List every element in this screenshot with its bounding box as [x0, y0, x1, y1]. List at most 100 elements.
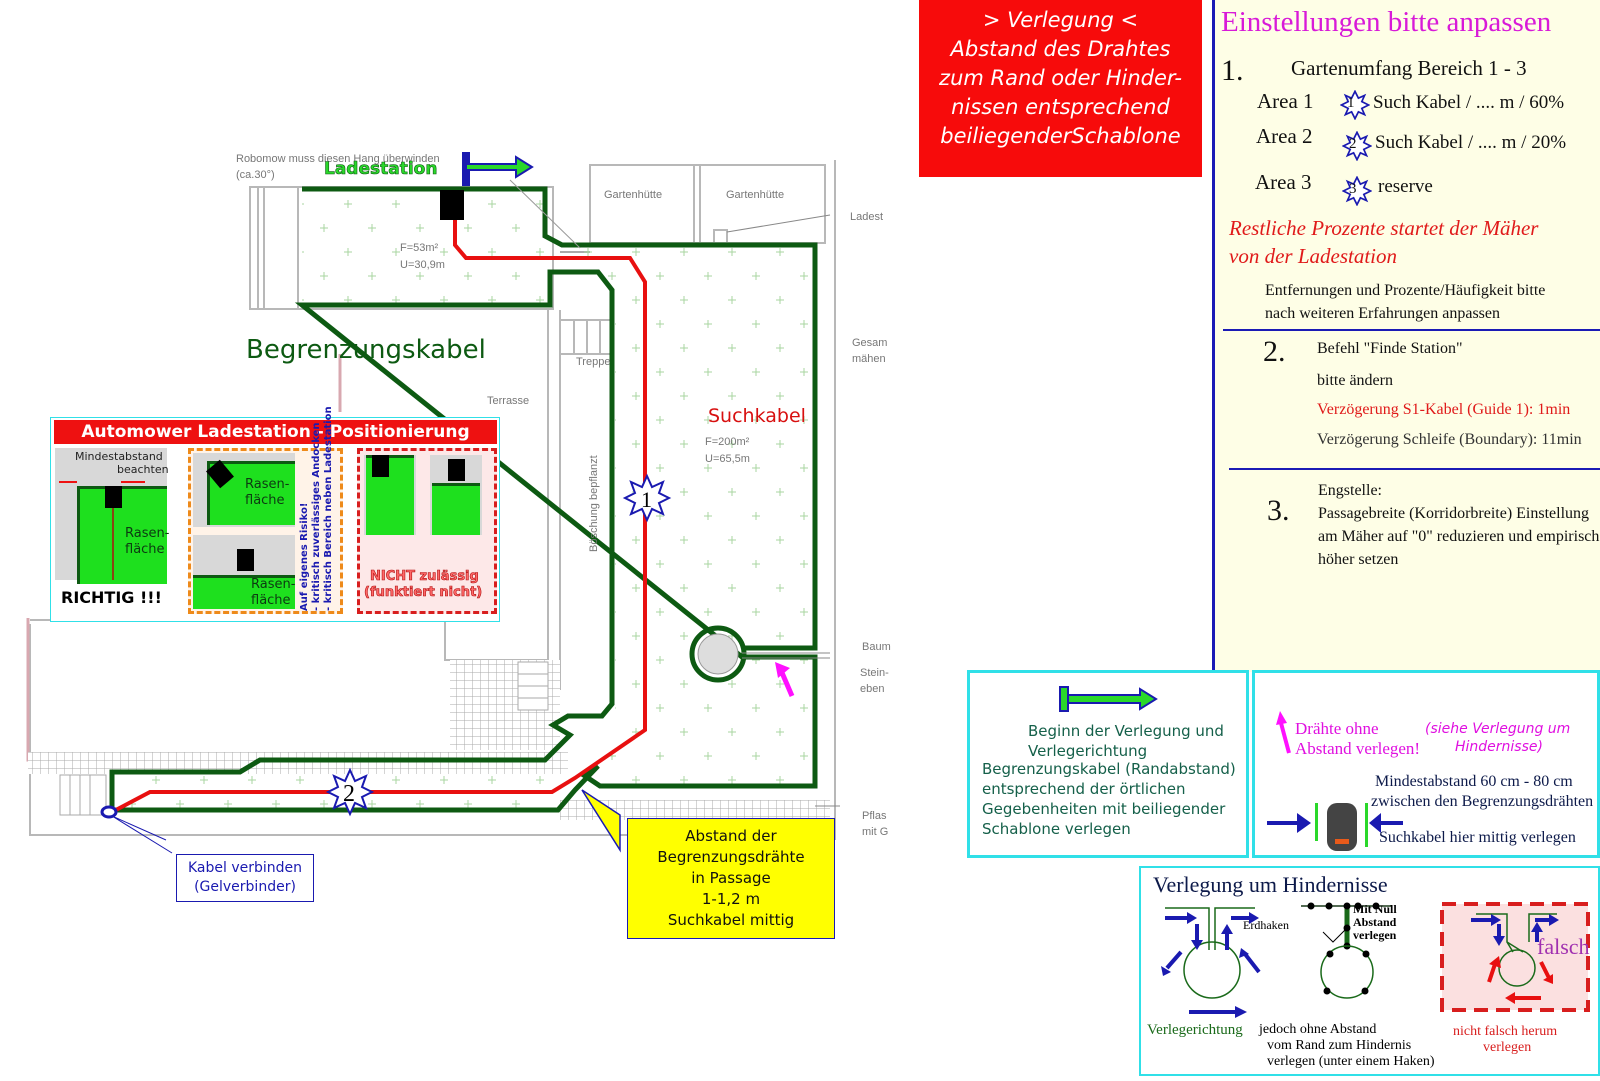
area-main-f: F=200m² — [705, 436, 750, 448]
wrong-verdict1: NICHT zulässig — [370, 569, 479, 585]
passage-callout-line5: Suchkabel mittig — [667, 911, 795, 929]
mower-distance-icon — [1267, 803, 1403, 851]
star-1-number: 1 — [1347, 95, 1355, 111]
obstacle-note3: verlegen (unter einem Haken) — [1267, 1054, 1435, 1069]
min-distance-line1: Mindestabstand 60 cm - 80 cm — [1375, 773, 1573, 790]
wrong-label: falsch — [1537, 934, 1590, 959]
obstacle-note1: jedoch ohne Abstand — [1259, 1022, 1377, 1037]
min-distance-line2: zwischen den Begrenzungsdrähten — [1371, 793, 1594, 810]
slope-note-2: (ca.30°) — [236, 169, 275, 181]
right-label-eben: eben — [860, 683, 884, 695]
richtig-lawn1: Rasen- — [125, 526, 170, 541]
wrong-note2: verlegen — [1483, 1040, 1532, 1055]
zero-distance-line1: Mit Null — [1353, 902, 1397, 916]
lawn-top — [302, 189, 560, 305]
risky-lawn1: Rasen- — [245, 477, 290, 492]
obstacles-diagram — [1161, 902, 1590, 1018]
risky-note3: - kritisch Bereich neben Ladestation — [323, 406, 334, 611]
right-label-mitg: mit G — [862, 826, 888, 838]
section-3-number: 3. — [1267, 494, 1290, 527]
legend-start-line4: entsprechend der örtlichen — [982, 780, 1186, 798]
station-icon — [372, 455, 389, 477]
remaining-line2: von der Ladestation — [1229, 244, 1397, 268]
wrong-routing-icon — [1440, 902, 1590, 1012]
start-arrow-icon — [1059, 686, 1158, 712]
area-top-u: U=30,9m — [400, 259, 445, 271]
star-3-icon — [1342, 176, 1372, 206]
wrong-frame: NICHT zulässig (funktiert nicht) — [357, 448, 497, 614]
risky-notes: Auf eigenes Risiko! - kritisch zuverläss… — [299, 406, 335, 611]
risky-note1: Auf eigenes Risiko! — [299, 502, 310, 612]
charging-station-icon — [440, 190, 464, 220]
obstacles-title: Verlegung um Hindernisse — [1153, 872, 1388, 897]
wires-note2: Abstand verlegen! — [1295, 739, 1421, 758]
star-1-number: 1 — [641, 487, 652, 512]
richtig-note1: Mindestabstand — [75, 450, 163, 463]
station-icon — [448, 459, 465, 481]
divider — [1223, 329, 1600, 331]
hooks-label: Erdhaken — [1243, 918, 1289, 932]
station-icon — [105, 486, 122, 508]
section-1-number: 1. — [1221, 54, 1244, 87]
positioning-title: Automower Ladestation - Positionierung — [54, 420, 497, 444]
red-arrow-icon — [59, 481, 77, 483]
connector-callout: Kabel verbinden (Gelverbinder) — [176, 854, 314, 902]
red-arrow-icon — [121, 481, 145, 483]
star-2-icon — [325, 767, 375, 817]
lawn-main — [560, 245, 815, 786]
verlegung-line: > Verlegung < — [982, 8, 1139, 32]
boundary-wire — [109, 186, 818, 813]
verlegung-line: zum Rand oder Hinder- — [939, 66, 1182, 90]
wires-note1: Drähte ohne — [1295, 719, 1379, 738]
begrenzungskabel-label: Begrenzungskabel — [246, 335, 486, 365]
richtig-verdict: RICHTIG !!! — [61, 588, 162, 607]
verlegung-line: nissen entsprechend — [951, 95, 1170, 119]
risky-lawn4: fläche — [251, 593, 291, 608]
see-note1: (siehe Verlegung um — [1425, 721, 1571, 737]
connector-callout-line2: (Gelverbinder) — [194, 879, 296, 895]
treppe-label: Treppe — [576, 356, 610, 368]
section-3-line2: Passagebreite (Korridorbreite) Einstellu… — [1318, 505, 1590, 522]
passage-callout: Abstand der Begrenzungsdrähte in Passage… — [627, 818, 835, 939]
divider — [1229, 468, 1600, 470]
shed-2-label: Gartenhütte — [726, 189, 784, 201]
settings-title: Einstellungen bitte anpassen — [1221, 6, 1552, 38]
risky-lawn2: fläche — [245, 493, 285, 508]
right-label-pflas: Pflas — [862, 810, 887, 822]
terrasse-label: Terrasse — [487, 395, 529, 407]
verlegung-heading-box: > Verlegung < Abstand des Drahtes zum Ra… — [919, 0, 1202, 177]
section-2-line2: bitte ändern — [1317, 372, 1393, 389]
section-2-number: 2. — [1263, 335, 1286, 368]
shed-1-label: Gartenhütte — [604, 189, 662, 201]
correct-routing-icon — [1161, 907, 1261, 1018]
star-1-icon — [622, 473, 672, 523]
area-top-f: F=53m² — [400, 242, 439, 254]
tree — [697, 633, 739, 675]
station-icon — [237, 549, 254, 571]
passage-callout-line1: Abstand der — [685, 827, 777, 845]
right-label-maehen: mähen — [852, 353, 886, 365]
star-2-number: 2 — [343, 781, 355, 807]
right-label-gesamt: Gesam — [852, 337, 887, 349]
area-2-value: Such Kabel / .... m / 20% — [1375, 132, 1567, 153]
section-1-heading: Gartenumfang Bereich 1 - 3 — [1291, 56, 1527, 80]
positioning-inset: Automower Ladestation - Positionierung M… — [50, 406, 500, 622]
richtig-lawn2: fläche — [125, 542, 165, 557]
slope-note: Robomow muss diesen Hang überwinden — [236, 153, 440, 165]
area-3-label: Area 3 — [1255, 170, 1312, 194]
start-arrow-icon — [462, 152, 534, 186]
wrong-note1: nicht falsch herum — [1453, 1024, 1558, 1039]
boeschung-label: Böschung bepflanzt — [588, 455, 600, 552]
verlegung-line: Abstand des Drahtes — [950, 37, 1171, 61]
star-2-icon — [1342, 131, 1372, 161]
obstacles-box: Verlegung um Hindernisse — [1139, 866, 1600, 1076]
right-label-stein: Stein- — [860, 667, 889, 679]
see-note2: Hindernisse) — [1455, 739, 1543, 755]
legend-start-line1: Beginn der Verlegung und — [1028, 722, 1224, 740]
magenta-arrow-icon — [1276, 711, 1291, 754]
area-1-value: Such Kabel / .... m / 60% — [1373, 92, 1565, 113]
garden-plan: 1 2 Robomow muss diesen Hang überwinden … — [26, 152, 891, 854]
section-2-line1: Befehl "Finde Station" — [1317, 340, 1463, 357]
legend-distance-box: Drähte ohne Abstand verlegen! (siehe Ver… — [1252, 670, 1600, 858]
right-label-ladest: Ladest — [850, 211, 883, 223]
